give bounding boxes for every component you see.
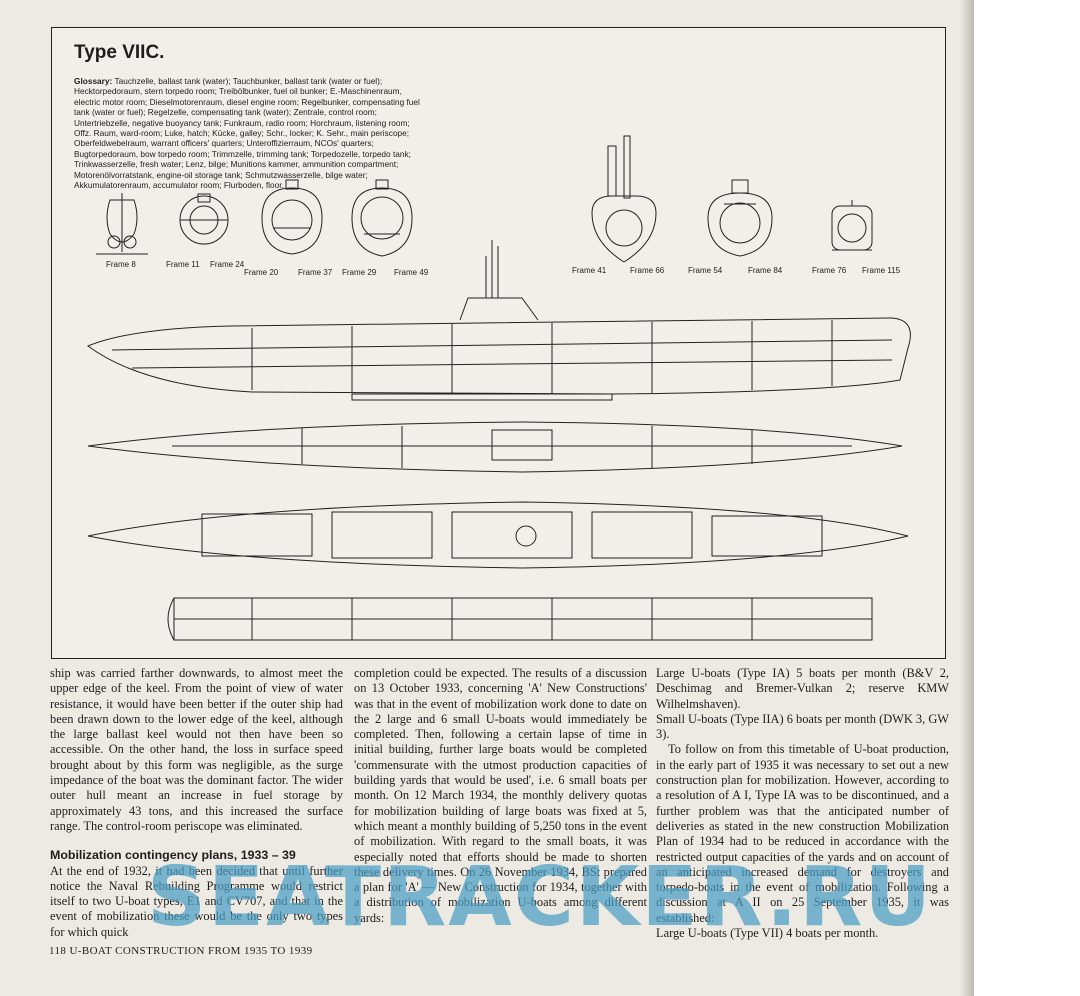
submarine-drawings (86, 135, 911, 641)
type-viic-plate: Type VIIC. Glossary: Tauchzelle, ballast… (51, 27, 946, 659)
cross-section-frame-76-115 (831, 200, 873, 251)
frame-label: Frame 115 (862, 266, 901, 275)
frame-label: Frame 84 (748, 266, 783, 275)
paragraph: Small U-boats (Type IIA) 6 boats per mon… (656, 711, 949, 742)
paragraph: At the end of 1932, it had been decided … (50, 863, 343, 939)
cross-section-frame-8 (96, 193, 148, 255)
cross-section-frame-41-66 (591, 135, 657, 263)
submarine-plan-interior (87, 501, 909, 569)
frame-label: Frame 11 (166, 260, 200, 269)
frame-label: Frame 20 (244, 268, 279, 277)
page-footer: 118 U-BOAT CONSTRUCTION FROM 1935 TO 193… (49, 945, 313, 957)
paragraph: Large U-boats (Type VII) 4 boats per mon… (656, 926, 879, 941)
glossary: Glossary: Tauchzelle, ballast tank (wate… (74, 76, 420, 190)
cross-section-frame-29-49 (351, 179, 413, 257)
cross-section-frame-54-84 (707, 179, 773, 257)
text-column-2: completion could be expected. The result… (354, 666, 647, 926)
frame-label: Frame 37 (298, 268, 333, 277)
plate-title: Type VIIC. (74, 42, 165, 63)
paragraph: completion could be expected. The result… (354, 666, 647, 925)
submarine-plan-floor (167, 597, 873, 641)
frame-label: Frame 24 (210, 260, 245, 269)
frame-label: Frame 76 (812, 266, 847, 275)
cross-section-frame-11-24 (179, 193, 229, 245)
page-gutter-shadow (960, 0, 974, 996)
paragraph: ship was carried farther downwards, to a… (50, 666, 343, 833)
frame-label: Frame 49 (394, 268, 429, 277)
frame-label: Frame 41 (572, 266, 607, 275)
frame-label: Frame 66 (630, 266, 665, 275)
frame-label: Frame 8 (106, 260, 136, 269)
paragraph: To follow on from this timetable of U-bo… (656, 742, 949, 925)
glossary-text: Tauchzelle, ballast tank (water); Tauchb… (74, 76, 420, 191)
text-column-3: Large U-boats (Type IA) 5 boats per mont… (656, 666, 949, 941)
frame-label: Frame 29 (342, 268, 377, 277)
submarine-plan-deck (87, 421, 903, 473)
section-heading: Mobilization contingency plans, 1933 – 3… (50, 848, 296, 863)
frame-label: Frame 54 (688, 266, 723, 275)
page-margin (972, 0, 1080, 996)
cross-section-frame-20-37 (261, 179, 323, 255)
submarine-profile (86, 240, 911, 401)
paragraph: Large U-boats (Type IA) 5 boats per mont… (656, 666, 949, 711)
glossary-label: Glossary: (74, 76, 113, 86)
text-column-1: ship was carried farther downwards, to a… (50, 666, 343, 940)
